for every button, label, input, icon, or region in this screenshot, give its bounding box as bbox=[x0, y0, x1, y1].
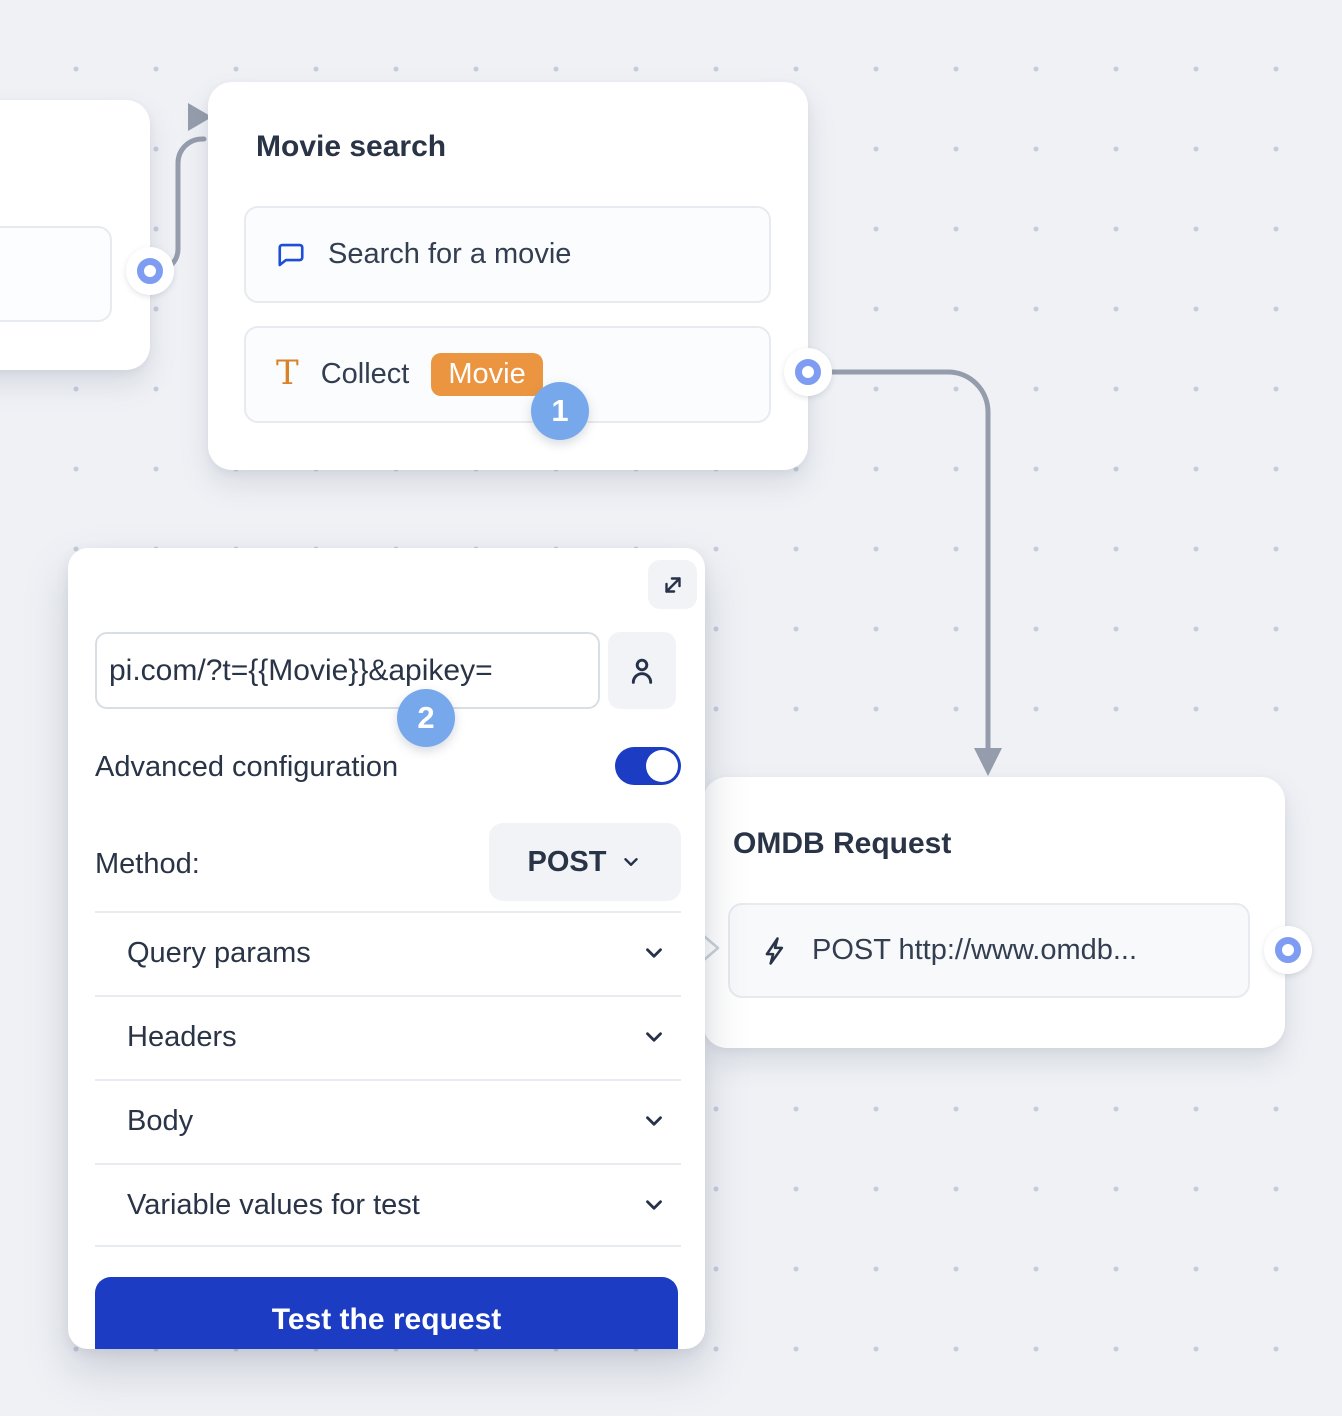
question-block-row[interactable]: Search for a movie bbox=[244, 206, 771, 303]
url-input-value: pi.com/?t={{Movie}}&apikey= bbox=[109, 653, 493, 687]
step-badge-1: 1 bbox=[531, 382, 589, 440]
connector-arrowhead-down bbox=[974, 748, 1002, 776]
webhook-block-row[interactable]: POST http://www.omdb... bbox=[728, 903, 1250, 998]
connector-movie-to-omdb bbox=[809, 369, 991, 753]
advanced-configuration-label: Advanced configuration bbox=[95, 751, 399, 783]
lightning-icon bbox=[760, 936, 790, 966]
chat-bubble-icon bbox=[276, 240, 306, 270]
method-select[interactable]: POST bbox=[489, 823, 681, 901]
connector-arrowhead-right bbox=[188, 103, 212, 131]
section-label: Headers bbox=[127, 1020, 237, 1053]
section-variable-values[interactable]: Variable values for test bbox=[95, 1165, 681, 1245]
chevron-down-icon bbox=[641, 1192, 667, 1218]
chevron-down-icon bbox=[641, 1024, 667, 1050]
expand-button[interactable] bbox=[648, 560, 697, 609]
output-port-movie-search[interactable] bbox=[784, 348, 832, 396]
chevron-down-icon bbox=[620, 851, 642, 873]
expand-diagonal-icon bbox=[660, 572, 686, 598]
test-request-button[interactable]: Test the request bbox=[95, 1277, 678, 1349]
person-icon bbox=[626, 655, 658, 687]
question-block-label: Search for a movie bbox=[328, 238, 572, 270]
chevron-down-icon bbox=[641, 940, 667, 966]
advanced-configuration-toggle[interactable] bbox=[615, 747, 681, 785]
section-headers[interactable]: Headers bbox=[95, 997, 681, 1077]
variable-chip: Movie bbox=[431, 353, 543, 396]
divider bbox=[95, 995, 681, 997]
output-port-previous-node[interactable] bbox=[126, 247, 174, 295]
previous-node-card[interactable] bbox=[0, 100, 150, 370]
divider bbox=[95, 1163, 681, 1165]
port-ring bbox=[795, 359, 821, 385]
node-title: Movie search bbox=[256, 130, 447, 163]
movie-search-node[interactable]: Movie search Search for a movie T Collec… bbox=[208, 82, 808, 470]
divider bbox=[95, 911, 681, 913]
section-label: Body bbox=[127, 1104, 194, 1137]
divider bbox=[95, 1079, 681, 1081]
section-query-params[interactable]: Query params bbox=[95, 913, 681, 993]
toggle-knob bbox=[646, 750, 678, 782]
previous-node-row[interactable] bbox=[0, 226, 112, 322]
port-ring bbox=[1275, 937, 1301, 963]
method-value: POST bbox=[527, 845, 607, 878]
section-label: Query params bbox=[127, 936, 311, 969]
method-label: Method: bbox=[95, 848, 200, 880]
url-input[interactable]: pi.com/?t={{Movie}}&apikey= bbox=[95, 632, 600, 709]
section-label: Variable values for test bbox=[127, 1188, 420, 1221]
collect-block-row[interactable]: T Collect Movie bbox=[244, 326, 771, 423]
insert-variable-button[interactable] bbox=[608, 632, 676, 709]
chevron-down-icon bbox=[641, 1108, 667, 1134]
omdb-request-node[interactable]: OMDB Request POST http://www.omdb... bbox=[690, 777, 1285, 1048]
collect-block-label: Collect bbox=[320, 358, 410, 390]
webhook-config-panel: pi.com/?t={{Movie}}&apikey= Advanced con… bbox=[68, 548, 705, 1349]
step-badge-2: 2 bbox=[397, 689, 455, 747]
node-title: OMDB Request bbox=[733, 827, 952, 860]
divider bbox=[95, 1245, 681, 1247]
section-body[interactable]: Body bbox=[95, 1081, 681, 1161]
text-type-icon: T bbox=[276, 352, 299, 393]
webhook-block-label: POST http://www.omdb... bbox=[812, 934, 1138, 966]
output-port-omdb-request[interactable] bbox=[1264, 926, 1312, 974]
port-ring bbox=[137, 258, 163, 284]
